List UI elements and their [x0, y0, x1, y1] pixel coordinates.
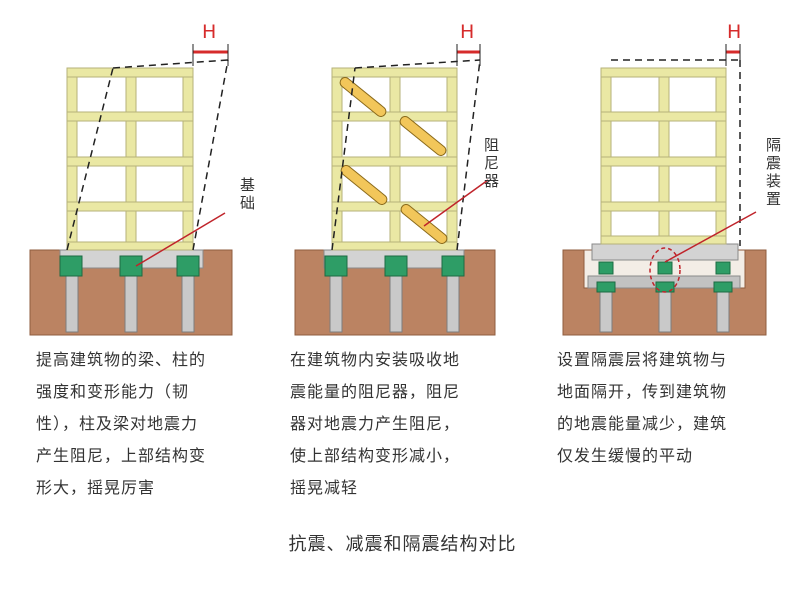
- building-frame: [331, 67, 458, 251]
- foundation-piles: [329, 269, 460, 333]
- foundation-label: 基础: [240, 176, 255, 212]
- isolator-callout: 隔震装置: [664, 136, 781, 263]
- foundation-callout: 基础: [135, 176, 255, 267]
- foundation-piles: [599, 291, 730, 333]
- deformation-outline: [331, 59, 481, 251]
- isolator-label: 隔震装置: [766, 136, 781, 208]
- isolation-bearings: [598, 261, 731, 275]
- h-label: H: [202, 21, 216, 43]
- upper-slab: [591, 243, 739, 261]
- footings: [59, 255, 200, 277]
- description-vibration-damping: 在建筑物内安装吸收地 震能量的阻尼器，阻尼 器对地震力产生阻尼， 使上部结构变形…: [290, 350, 461, 497]
- deformation-outline: [66, 59, 229, 251]
- dampers: [339, 77, 448, 244]
- panel-seismic-resistance: H 基础: [29, 21, 255, 336]
- building-frame: [600, 67, 727, 245]
- h-label: H: [727, 21, 741, 43]
- figure-caption: 抗震、减震和隔震结构对比: [288, 534, 517, 555]
- structure-comparison-diagram: H 基础: [29, 21, 781, 336]
- h-displacement-marker: H: [725, 21, 741, 66]
- deformation-outline: [611, 59, 741, 246]
- description-seismic-resistance: 提高建筑物的梁、柱的 强度和变形能力（韧 性），柱及梁对地震力 产生阻尼，上部结…: [36, 350, 207, 497]
- footings: [324, 255, 465, 277]
- isolation-highlight: [649, 247, 681, 293]
- foundation-piles: [65, 269, 195, 333]
- damper-callout: 阻尼器: [423, 136, 499, 227]
- description-seismic-isolation: 设置隔震层将建筑物与 地面隔开，传到建筑物 的地震能量减少，建筑 仅发生缓慢的平…: [557, 350, 728, 465]
- damper-label: 阻尼器: [484, 136, 499, 190]
- panel-vibration-damping: H 阻尼器: [294, 21, 499, 336]
- h-label: H: [460, 21, 474, 43]
- h-displacement-marker: H: [192, 21, 229, 66]
- h-displacement-marker: H: [456, 21, 481, 66]
- building-frame: [66, 67, 194, 251]
- panel-seismic-isolation: H 隔震装置: [562, 21, 781, 336]
